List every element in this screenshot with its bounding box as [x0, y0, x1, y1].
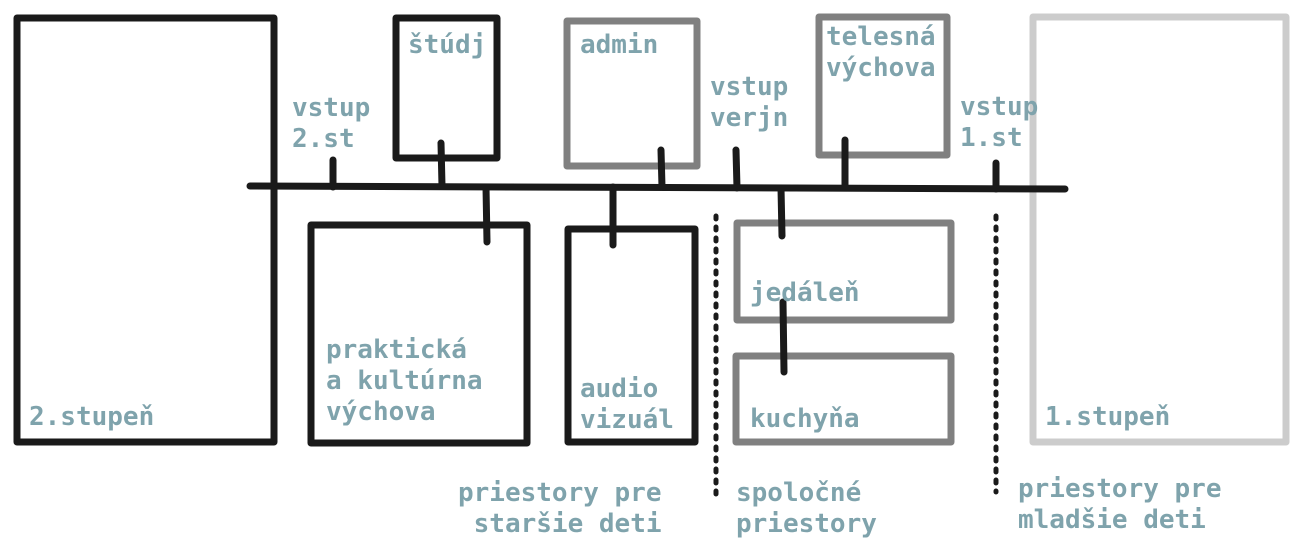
label-dining: jedáleň	[750, 278, 860, 308]
label-entrance-first-level: vstup 1.st	[960, 92, 1038, 154]
connector-admin	[657, 146, 666, 191]
label-audiovisual: audio vizuál	[580, 374, 674, 436]
label-practical-line-3: výchova	[326, 397, 436, 427]
entrance-public-stub	[732, 146, 741, 192]
label-entrance-first-level-line-2: 1.st	[960, 123, 1023, 153]
connector-dining-kitchen	[779, 298, 788, 376]
connector-practical	[482, 183, 491, 246]
label-entrance-second-level-line-1: vstup	[292, 93, 371, 123]
label-zone-older-children: priestory pre staršie deti	[458, 478, 662, 540]
connector-dining	[777, 184, 786, 240]
label-entrance-public-line-1: vstup	[710, 72, 789, 102]
label-practical: praktická a kultúrna výchova	[326, 335, 483, 428]
room-first-level	[1029, 13, 1290, 446]
label-entrance-public-line-2: verjn	[710, 103, 789, 133]
label-zone-shared-line-1: spoločné	[736, 478, 862, 508]
room-pe	[815, 13, 951, 159]
label-entrance-public: vstup verjn	[710, 72, 788, 134]
room-second-level	[13, 14, 278, 446]
label-practical-line-1: praktická	[326, 335, 467, 365]
room-dining	[733, 219, 955, 324]
label-entrance-second-level-line-2: 2.st	[292, 124, 355, 154]
label-first-level: 1.stupeň	[1045, 402, 1171, 432]
label-pe-line-2: výchova	[826, 53, 936, 83]
room-kitchen	[732, 352, 955, 446]
label-admin: admin	[580, 30, 659, 60]
room-practical	[307, 221, 531, 447]
label-zone-older-children-line-2: staršie deti	[473, 509, 662, 539]
label-audiovisual-line-1: audio	[580, 374, 659, 404]
label-pe-line-1: telesná	[826, 22, 936, 52]
label-entrance-second-level: vstup 2.st	[292, 93, 370, 155]
label-second-level: 2.stupeň	[29, 402, 155, 432]
label-practical-line-2: a kultúrna	[326, 366, 483, 396]
label-kitchen: kuchyňa	[750, 404, 860, 434]
label-zone-shared-line-2: priestory	[736, 509, 877, 539]
label-zone-younger-children-line-1: priestory pre	[1018, 474, 1222, 504]
label-audiovisual-line-2: vizuál	[580, 405, 674, 435]
label-zone-older-children-line-1: priestory pre	[458, 478, 662, 508]
label-entrance-first-level-line-1: vstup	[960, 92, 1039, 122]
room-audiovisual	[564, 225, 699, 446]
label-pe: telesná výchova	[826, 22, 936, 84]
label-zone-younger-children: priestory pre mladšie deti	[1018, 474, 1222, 536]
room-admin	[563, 17, 701, 170]
label-zone-shared: spoločné priestory	[736, 478, 877, 540]
main-corridor	[246, 182, 1069, 193]
connector-study	[437, 139, 446, 190]
label-zone-younger-children-line-2: mladšie deti	[1018, 505, 1206, 535]
room-study	[392, 14, 501, 162]
label-study: štúdj	[408, 30, 487, 60]
